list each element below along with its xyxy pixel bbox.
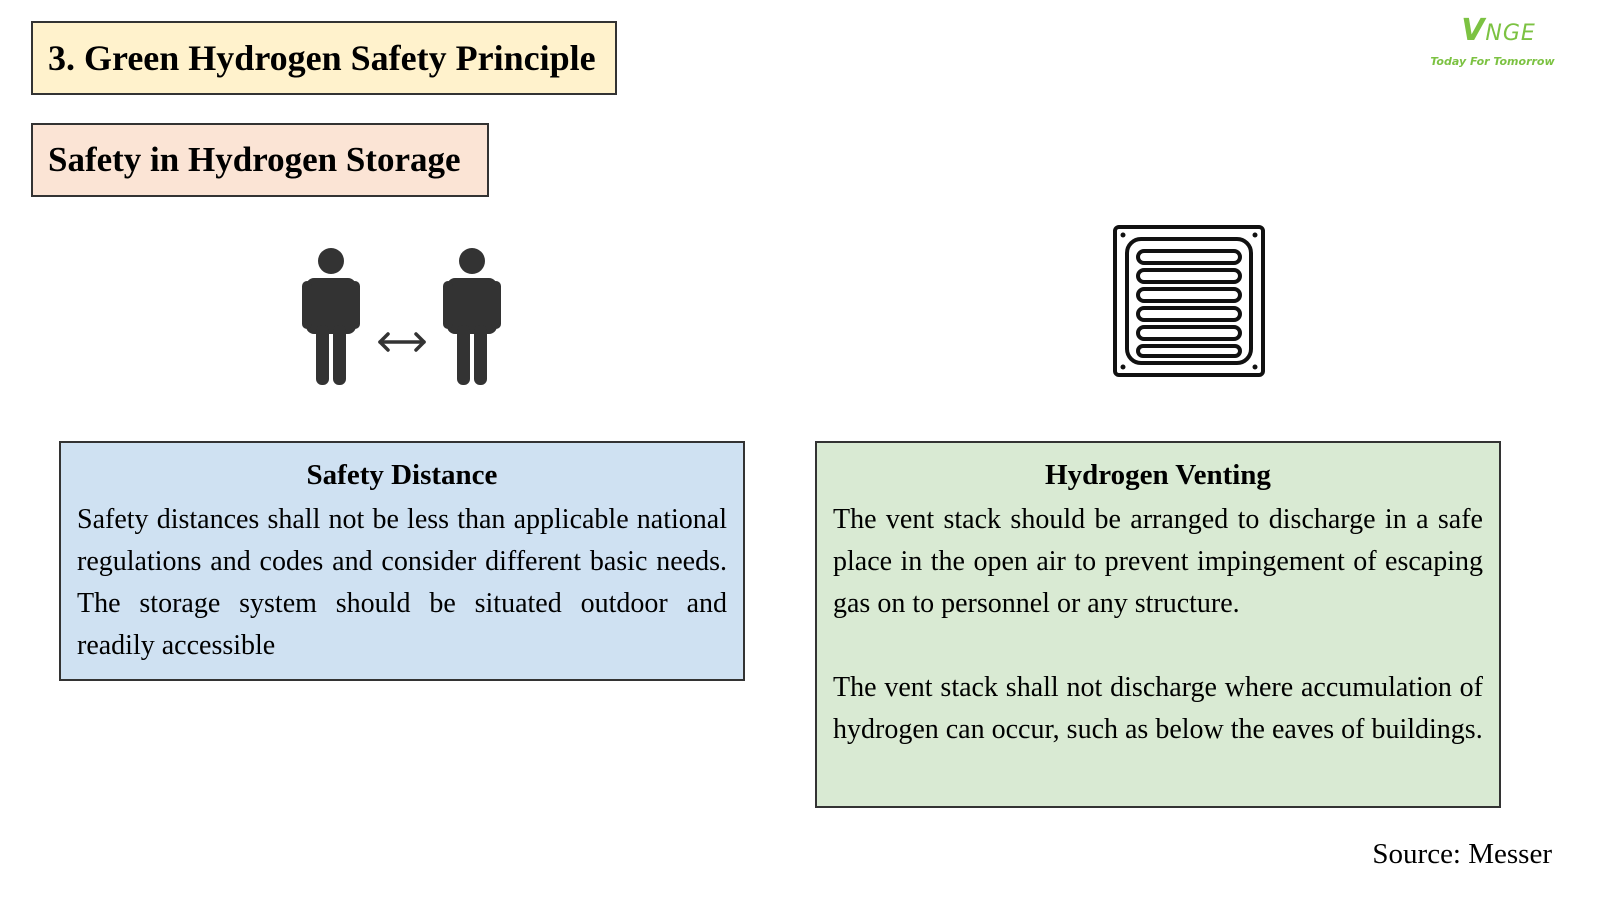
people-distance-icon [302, 248, 501, 385]
card-paragraph: Safety distances shall not be less than … [77, 504, 727, 661]
card-heading: Hydrogen Venting [1045, 459, 1271, 491]
card-paragraph: The vent stack shall not discharge where… [833, 672, 1483, 745]
hydrogen-venting-card: Hydrogen Venting The vent stack should b… [815, 441, 1501, 808]
person-right-icon [443, 248, 501, 385]
vent-grille-icon [1113, 225, 1265, 377]
logo-brand-rest: NGE [1485, 21, 1536, 46]
safety-distance-card: Safety Distance Safety distances shall n… [59, 441, 745, 681]
source-credit: Source: Messer [1372, 838, 1552, 870]
double-arrow-icon [378, 332, 426, 352]
slide-title: 3. Green Hydrogen Safety Principle [31, 21, 617, 95]
vnge-logo: VNGE Today For Tomorrow [1430, 16, 1555, 86]
section-subtitle: Safety in Hydrogen Storage [31, 123, 489, 197]
person-left-icon [302, 248, 360, 385]
slide-title-text: 3. Green Hydrogen Safety Principle [48, 38, 596, 78]
logo-brand-initial: V [1461, 13, 1486, 48]
card-heading: Safety Distance [306, 459, 498, 491]
logo-tagline: Today For Tomorrow [1430, 55, 1555, 68]
section-subtitle-text: Safety in Hydrogen Storage [48, 140, 461, 179]
logo-brand: VNGE [1442, 16, 1555, 49]
card-paragraph: The vent stack should be arranged to dis… [833, 504, 1483, 619]
